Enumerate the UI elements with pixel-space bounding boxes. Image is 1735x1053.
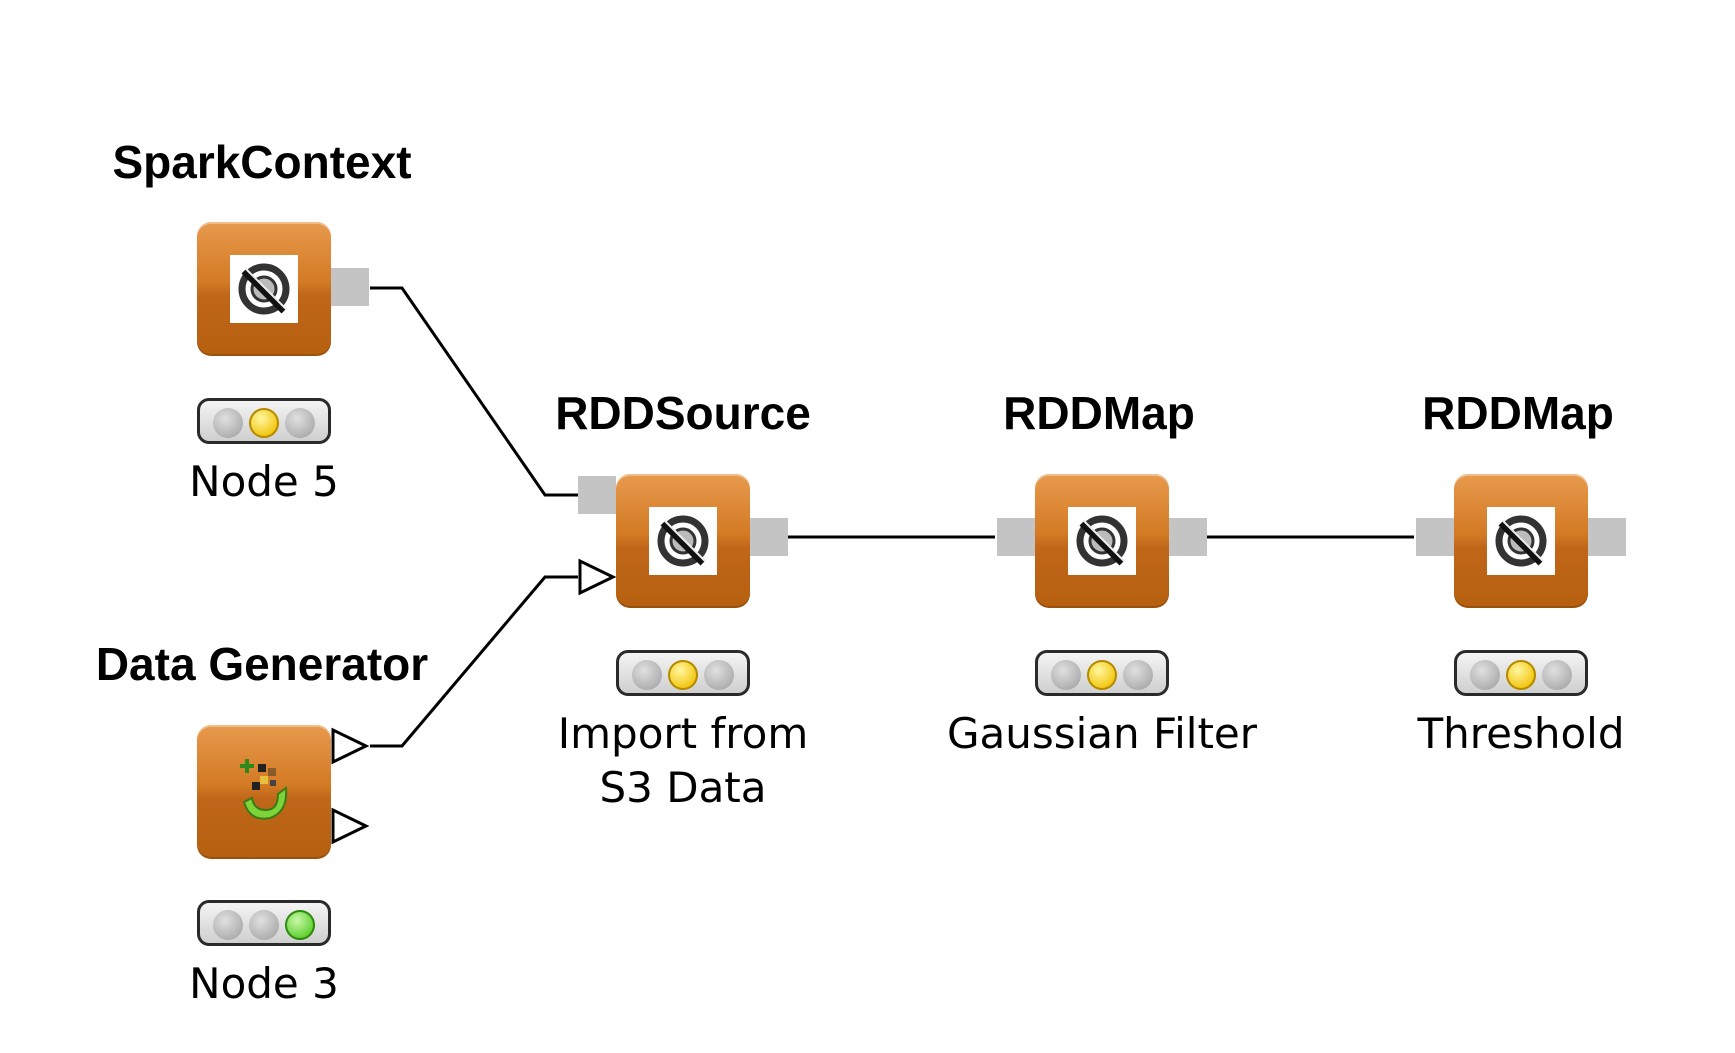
spark-gear-icon	[230, 255, 298, 323]
node-title-rddmap-2[interactable]: RDDMap	[1422, 387, 1614, 439]
status-light-red	[213, 408, 243, 438]
status-indicator-sparkcontext	[197, 398, 331, 444]
status-light-yellow	[668, 660, 698, 690]
node-label-rddmap-1[interactable]: Gaussian Filter	[946, 709, 1258, 758]
node-label-datagenerator[interactable]: Node 3	[189, 959, 339, 1008]
node-label-line-1: Import from	[557, 709, 809, 758]
status-light-red	[632, 660, 662, 690]
node-label-line-2: S3 Data	[599, 763, 767, 812]
spark-gear-icon	[1487, 507, 1555, 575]
rddsource-input-port-context[interactable]	[578, 476, 616, 514]
node-title-rddmap-1[interactable]: RDDMap	[1003, 387, 1195, 439]
node-title-datagenerator[interactable]: Data Generator	[95, 638, 429, 690]
node-rddmap-1[interactable]	[1035, 474, 1169, 608]
status-light-green	[1542, 660, 1572, 690]
status-light-yellow	[249, 910, 279, 940]
node-label-rddsource[interactable]: Import from S3 Data	[558, 707, 808, 815]
rddmap1-input-port[interactable]	[997, 518, 1035, 556]
status-light-green	[704, 660, 734, 690]
status-light-red	[213, 910, 243, 940]
status-indicator-rddmap-2	[1454, 650, 1588, 696]
status-indicator-datagenerator	[197, 900, 331, 946]
connection-datagenerator-rddsource[interactable]	[370, 575, 578, 748]
status-light-yellow	[249, 408, 279, 438]
node-label-rddmap-2[interactable]: Threshold	[1417, 709, 1625, 758]
node-sparkcontext[interactable]	[197, 222, 331, 356]
data-generator-icon	[230, 758, 298, 826]
rddsource-output-port[interactable]	[750, 518, 788, 556]
node-title-sparkcontext[interactable]: SparkContext	[112, 136, 412, 188]
datagenerator-output-port-2[interactable]	[331, 807, 370, 845]
status-light-yellow	[1506, 660, 1536, 690]
spark-gear-icon	[649, 507, 717, 575]
node-datagenerator[interactable]	[197, 725, 331, 859]
status-light-green	[1123, 660, 1153, 690]
status-light-green	[285, 910, 315, 940]
rddmap2-output-port[interactable]	[1588, 518, 1626, 556]
status-indicator-rddsource	[616, 650, 750, 696]
rddsource-input-port-table[interactable]	[578, 558, 617, 596]
status-indicator-rddmap-1	[1035, 650, 1169, 696]
node-title-rddsource[interactable]: RDDSource	[555, 387, 811, 439]
sparkcontext-output-port[interactable]	[331, 268, 369, 306]
spark-gear-icon	[1068, 507, 1136, 575]
status-light-red	[1470, 660, 1500, 690]
connection-sparkcontext-rddsource[interactable]	[370, 286, 580, 497]
rddmap1-output-port[interactable]	[1169, 518, 1207, 556]
datagenerator-output-port-1[interactable]	[331, 727, 370, 765]
status-light-yellow	[1087, 660, 1117, 690]
status-light-red	[1051, 660, 1081, 690]
node-rddmap-2[interactable]	[1454, 474, 1588, 608]
rddmap2-input-port[interactable]	[1416, 518, 1454, 556]
node-rddsource[interactable]	[616, 474, 750, 608]
status-light-green	[285, 408, 315, 438]
node-label-sparkcontext[interactable]: Node 5	[189, 457, 339, 506]
